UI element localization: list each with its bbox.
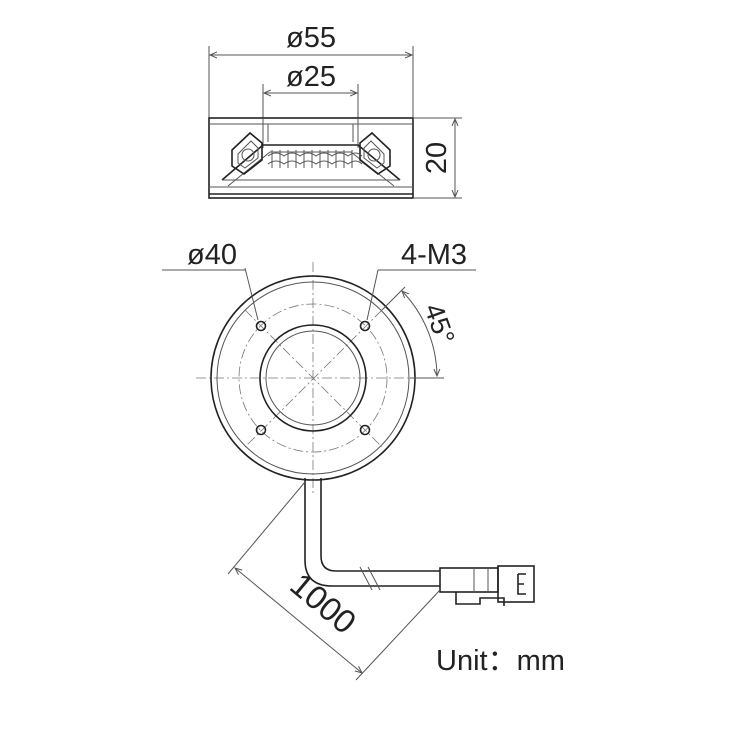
mount-hole-tr (359, 320, 371, 332)
cable (304, 478, 440, 591)
hole-circle-label: ø40 (187, 239, 237, 271)
mount-hole-bl (255, 424, 267, 436)
housing-outline (208, 117, 414, 199)
led-left (231, 131, 263, 175)
mount-hole-tl (255, 320, 267, 332)
front-view (162, 262, 476, 496)
connector (439, 565, 535, 606)
unit-label: Unit：mm (436, 645, 565, 677)
inner-bore (259, 324, 367, 432)
led-right (359, 131, 391, 175)
mount-hole-br (359, 424, 371, 436)
outer-diameter-label: ø55 (286, 22, 336, 54)
height-label: 20 (421, 142, 453, 174)
holes-label: 4-M3 (401, 239, 467, 271)
side-view (208, 46, 462, 199)
cable-length-label: 1000 (283, 565, 363, 641)
inner-diameter-label: ø25 (286, 61, 336, 93)
angle-arc (402, 291, 437, 376)
cable-length-dim-line (235, 568, 362, 673)
angle-label: 45° (418, 300, 460, 349)
hole-circle (238, 303, 388, 453)
cable-length-dim (227, 481, 441, 681)
led-row (267, 150, 363, 168)
